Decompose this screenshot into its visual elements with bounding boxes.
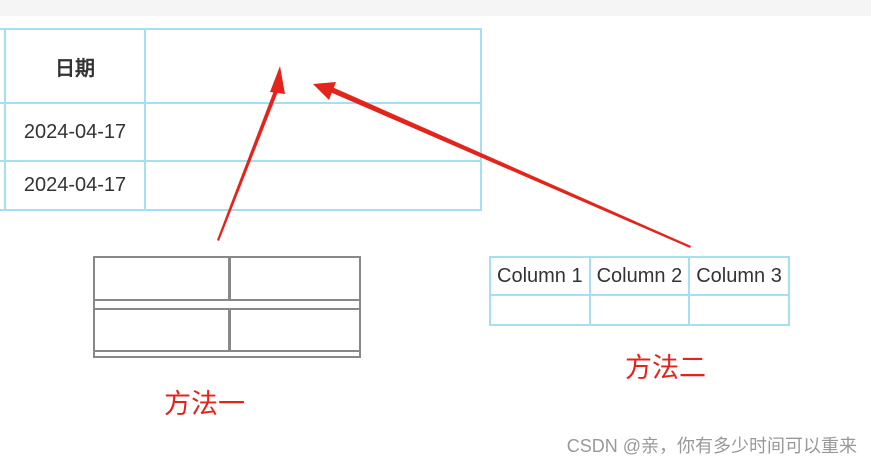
table-header-cell	[0, 28, 6, 104]
table-row: 2024-04-17	[0, 160, 482, 211]
table-cell	[144, 160, 482, 211]
horizontal-divider	[95, 350, 359, 352]
date-cell: 2024-04-17	[4, 160, 146, 211]
column-header: Column 3	[688, 256, 790, 296]
table-cell	[0, 160, 6, 211]
empty-column-header	[144, 28, 482, 104]
date-cell: 2024-04-17	[4, 102, 146, 162]
arrow-head	[270, 66, 285, 94]
watermark: CSDN @亲，你有多少时间可以重来	[566, 436, 857, 456]
arrow-shaft	[217, 88, 279, 241]
vertical-divider	[228, 258, 231, 299]
vertical-divider	[228, 310, 231, 350]
method2-label: 方法二	[625, 353, 706, 383]
table-cell	[588, 294, 691, 326]
table-row: 2024-04-17	[0, 102, 482, 162]
method1-split-box	[93, 256, 361, 358]
table-cell	[0, 102, 6, 162]
main-table: 日期 2024-04-17 2024-04-17	[0, 28, 482, 211]
table-header-row: 日期	[0, 28, 482, 104]
table-row	[489, 294, 790, 326]
horizontal-divider	[95, 308, 359, 310]
table-cell	[688, 294, 790, 326]
arrow-shaft	[330, 87, 691, 248]
horizontal-divider	[95, 299, 359, 301]
method1-label: 方法一	[164, 389, 245, 419]
column-header: Column 2	[588, 256, 691, 296]
arrow-head	[313, 82, 336, 100]
table-header-row: Column 1 Column 2 Column 3	[489, 256, 790, 296]
top-bar	[0, 0, 871, 16]
column-header: Column 1	[489, 256, 591, 296]
method2-table: Column 1 Column 2 Column 3	[489, 256, 790, 326]
table-cell	[489, 294, 591, 326]
date-column-header: 日期	[4, 28, 146, 104]
